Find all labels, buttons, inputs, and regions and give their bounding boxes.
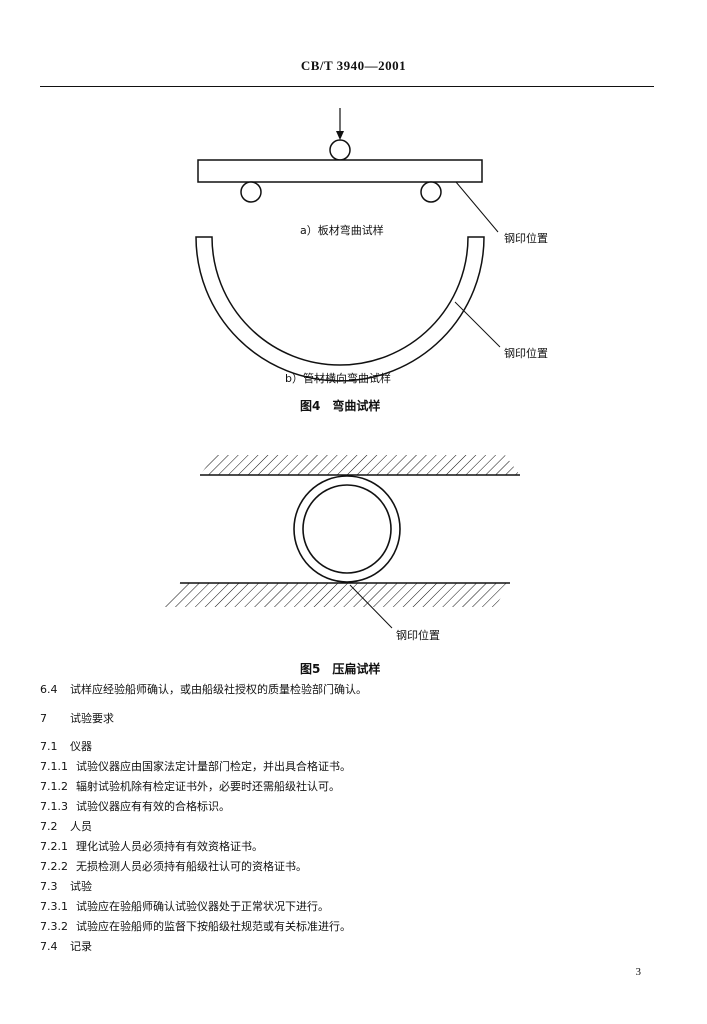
page-number: 3	[635, 966, 642, 978]
figure4a-label: a）板材弯曲试样	[300, 224, 384, 237]
upper-platen	[200, 455, 520, 475]
lower-platen	[165, 583, 510, 607]
plate-specimen	[197, 159, 483, 183]
top-roller	[329, 139, 351, 161]
stamp-leader-3	[349, 584, 393, 629]
stamp-position-label-2: 钢印位置	[504, 347, 548, 360]
left-support-roller	[240, 181, 262, 203]
stamp-position-label-1: 钢印位置	[504, 232, 548, 245]
figure5-caption: 图5 压扁试样	[300, 662, 381, 676]
flatten-diagram	[165, 455, 520, 629]
pipe-inner-wall	[302, 484, 392, 574]
plate-bend-diagram	[197, 108, 499, 233]
pipe-ring-specimen	[195, 236, 485, 382]
pipe-bend-diagram	[195, 236, 501, 382]
figure4b-label: b）管材横向弯曲试样	[285, 372, 391, 385]
stamp-position-label-3: 钢印位置	[396, 629, 440, 642]
standard-code-header: CB/T 3940—2001	[300, 58, 407, 73]
figure4-caption: 图4 弯曲试样	[300, 399, 381, 413]
header-rule	[40, 86, 654, 87]
stamp-leader-2	[454, 301, 501, 348]
load-arrow-head	[336, 131, 344, 140]
right-support-roller	[420, 181, 442, 203]
stamp-leader-1	[455, 181, 499, 233]
